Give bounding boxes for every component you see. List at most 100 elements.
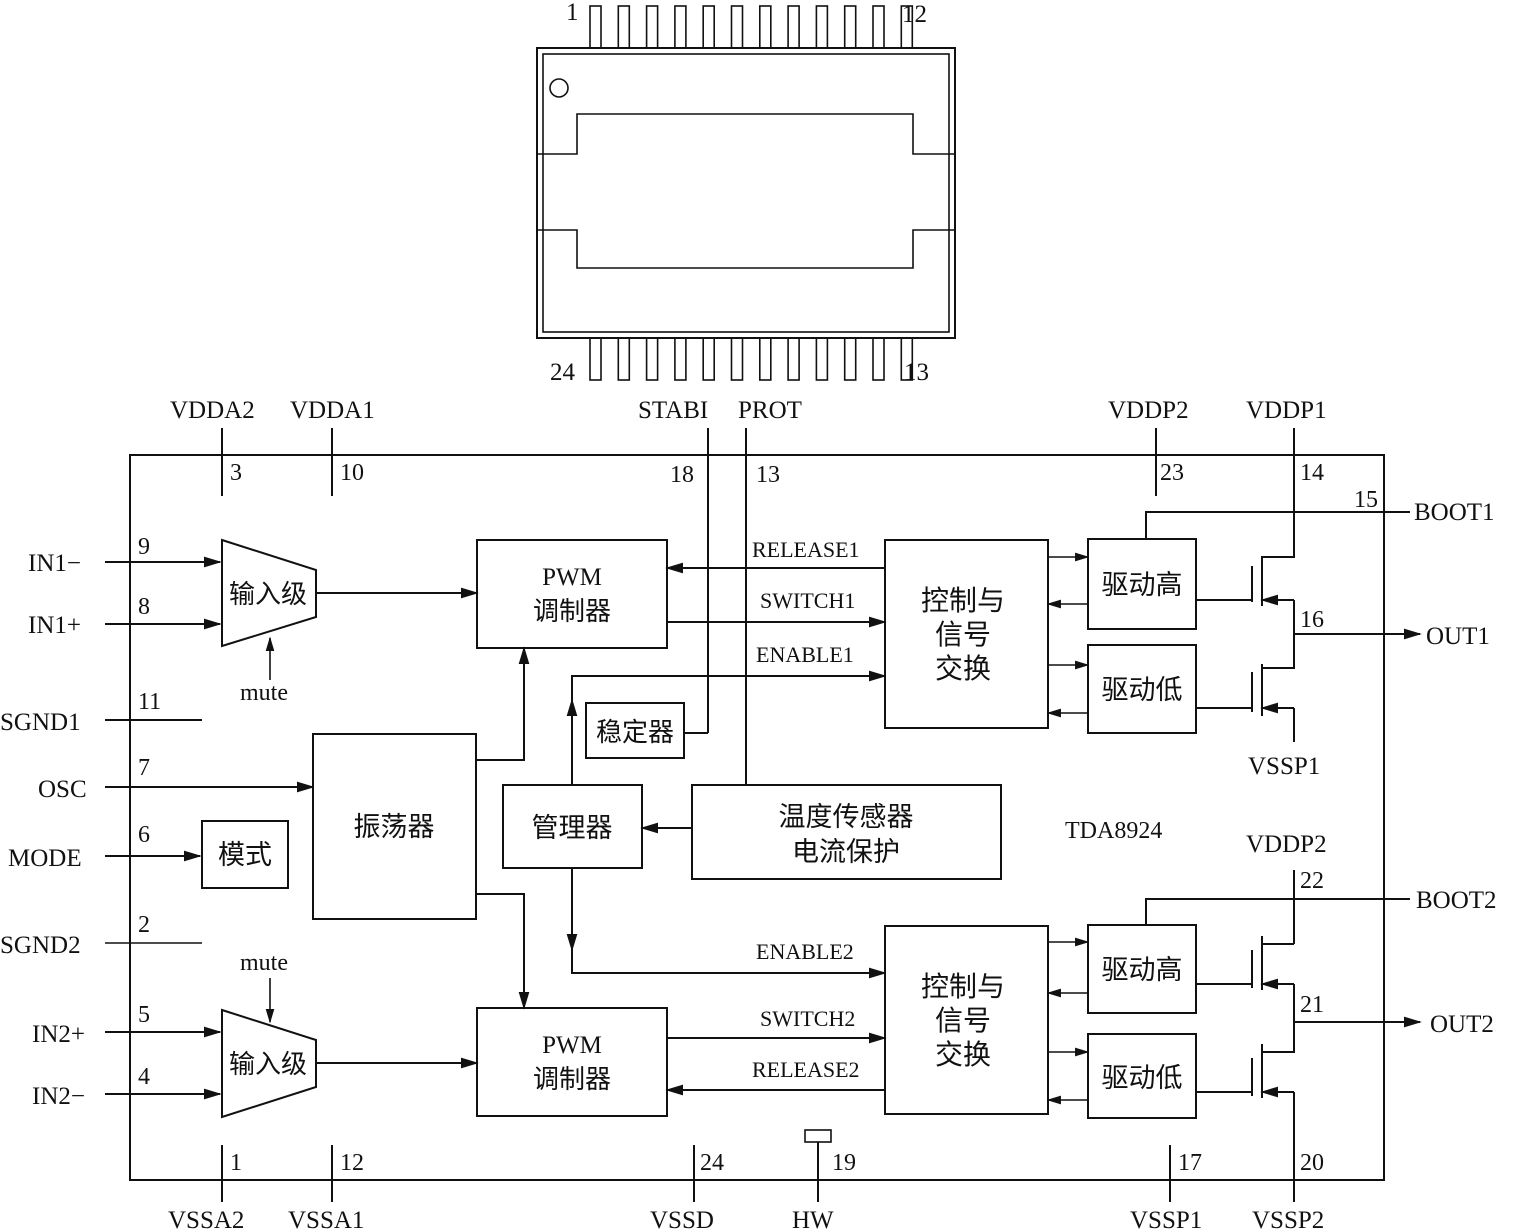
- package-pin-top: [674, 5, 687, 49]
- mode-block: 模式: [201, 820, 289, 889]
- package-pin-top: [702, 5, 716, 49]
- pin-vssp1-bottom-num: 17: [1178, 1150, 1202, 1176]
- signal-release1: RELEASE1: [752, 537, 860, 562]
- signal-release2: RELEASE2: [752, 1057, 860, 1082]
- ctrl-1-label-3: 交换: [935, 652, 991, 685]
- sensor-label-2: 电流保护: [792, 837, 900, 868]
- pwm-modulator-1: PWM 调制器: [476, 539, 668, 649]
- package-pin24-label: 24: [550, 359, 576, 386]
- hw-pad-icon: [804, 1129, 832, 1143]
- input-stage-1-label: 输入级: [229, 580, 307, 610]
- pin-vddp2-top-num: 23: [1160, 460, 1184, 486]
- driver-low-1: 驱动低: [1087, 644, 1197, 734]
- driver-high-2: 驱动高: [1087, 924, 1197, 1014]
- pin-in2-plus-num: 5: [138, 1002, 150, 1028]
- driver-high-1-label: 驱动高: [1102, 570, 1183, 601]
- package-pin-bottom: [645, 337, 659, 381]
- pin-vssa2-name: VSSA2: [168, 1207, 244, 1230]
- pin-vssd-name: VSSD: [650, 1207, 714, 1230]
- pin-out1-num: 16: [1300, 607, 1324, 633]
- package-pin-top: [645, 5, 659, 49]
- pin-vdda2-name: VDDA2: [170, 397, 255, 424]
- output-stage-2: VDDP2 22 BOOT2 21 OUT2: [1145, 831, 1497, 1202]
- driver-low-2: 驱动低: [1087, 1033, 1197, 1119]
- pin-sgnd1-num: 11: [138, 689, 161, 715]
- ctrl-2-label-2: 信号: [935, 1004, 991, 1037]
- bottom-pins: 1 VSSA2 12 VSSA1 24 VSSD 19 HW 17 VSSP1 …: [168, 1129, 1324, 1230]
- signal-enable2: ENABLE2: [756, 939, 854, 964]
- pin-in1-minus-name: IN1−: [28, 550, 81, 577]
- pin-vdda1-num: 10: [340, 460, 364, 486]
- pin-in2-minus-name: IN2−: [32, 1083, 85, 1110]
- pin-sgnd2-name: SGND2: [0, 932, 81, 959]
- driver-low-1-label: 驱动低: [1102, 675, 1183, 706]
- pin-out1-name: OUT1: [1426, 623, 1490, 650]
- stabilizer-label: 稳定器: [596, 718, 674, 748]
- pin-in1-minus-num: 9: [138, 534, 150, 560]
- package-pin-top: [872, 5, 885, 49]
- signal-enable1: ENABLE1: [756, 642, 854, 667]
- package-pin-bottom: [872, 337, 885, 381]
- pin-vssp1-bottom-name: VSSP1: [1130, 1207, 1202, 1230]
- package-pin-bottom: [787, 337, 800, 381]
- package-pin-bottom: [758, 337, 772, 381]
- manager: 管理器: [502, 784, 643, 869]
- pin-vdda2-num: 3: [230, 460, 242, 486]
- manager-label: 管理器: [532, 813, 613, 844]
- pin-stabi-num: 18: [670, 462, 694, 488]
- pin-prot-name: PROT: [738, 397, 802, 424]
- pin-mode-num: 6: [138, 822, 150, 848]
- input-stage-2-label: 输入级: [229, 1050, 307, 1080]
- output-stage-1: 15 BOOT1 16 OUT1 VSSP1: [1145, 487, 1495, 780]
- pin-in1-plus-name: IN1+: [28, 612, 81, 639]
- pin-mode-name: MODE: [8, 845, 82, 872]
- left-pins: IN1− 9 IN1+ 8 SGND1 11 OSC 7 MODE 6 SGND…: [0, 534, 315, 1110]
- mute-2-label: mute: [240, 950, 288, 976]
- chip-border: [129, 454, 1385, 1181]
- pin-vdda1-name: VDDA1: [290, 397, 375, 424]
- pin-vddp2-right-num: 22: [1300, 868, 1324, 894]
- package-pin-bottom: [730, 337, 744, 381]
- pin-in1-plus-num: 8: [138, 594, 150, 620]
- package-pin-top: [617, 5, 631, 49]
- pin-boot1-name: BOOT1: [1414, 499, 1495, 526]
- package-pin-bottom: [702, 337, 716, 381]
- pin-sgnd2-num: 2: [138, 912, 150, 938]
- pwm-2-sublabel: 调制器: [533, 1065, 611, 1095]
- driver-high-1: 驱动高: [1087, 538, 1197, 630]
- pin-in2-plus-name: IN2+: [32, 1021, 85, 1048]
- oscillator: 振荡器: [312, 733, 477, 920]
- pin-out2-name: OUT2: [1430, 1011, 1494, 1038]
- package-pin13-label: 13: [904, 359, 929, 386]
- driver-low-2-label: 驱动低: [1102, 1063, 1183, 1094]
- driver-high-2-label: 驱动高: [1102, 955, 1183, 986]
- package-pin-top: [758, 5, 772, 49]
- sensor-label-1: 温度传感器: [779, 802, 914, 833]
- oscillator-label: 振荡器: [354, 812, 435, 843]
- package-bottom-pins: [589, 337, 914, 381]
- pwm-2-label: PWM: [542, 1032, 602, 1059]
- package-pin-bottom: [674, 337, 687, 381]
- pin-vddp2-right-name: VDDP2: [1246, 831, 1327, 858]
- ctrl-2-label-3: 交换: [935, 1038, 991, 1071]
- package-pin-bottom: [617, 337, 631, 381]
- signal-switch2: SWITCH2: [760, 1006, 855, 1031]
- pin-vssp2-num: 20: [1300, 1150, 1324, 1176]
- package-pin-bottom: [843, 337, 857, 381]
- package-top-pins: [589, 5, 914, 49]
- package-pin-top: [843, 5, 857, 49]
- pin-vssa2-num: 1: [230, 1150, 242, 1176]
- pwm-1-sublabel: 调制器: [533, 597, 611, 627]
- pin-boot2-name: BOOT2: [1416, 887, 1497, 914]
- pin-in2-minus-num: 4: [138, 1064, 150, 1090]
- package-pin-bottom: [815, 337, 829, 381]
- ctrl-1-label-1: 控制与: [921, 584, 1005, 617]
- package-pin-top: [815, 5, 829, 49]
- pin-prot-num: 13: [756, 462, 780, 488]
- mute-1-label: mute: [240, 680, 288, 706]
- input-stage-1: 输入级 mute: [221, 538, 317, 706]
- control-exchange-1: 控制与 信号 交换: [884, 539, 1049, 729]
- package-pin12-label: 12: [902, 1, 927, 28]
- input-stage-2: 输入级 mute: [221, 950, 317, 1119]
- package-pin-bottom: [589, 337, 602, 381]
